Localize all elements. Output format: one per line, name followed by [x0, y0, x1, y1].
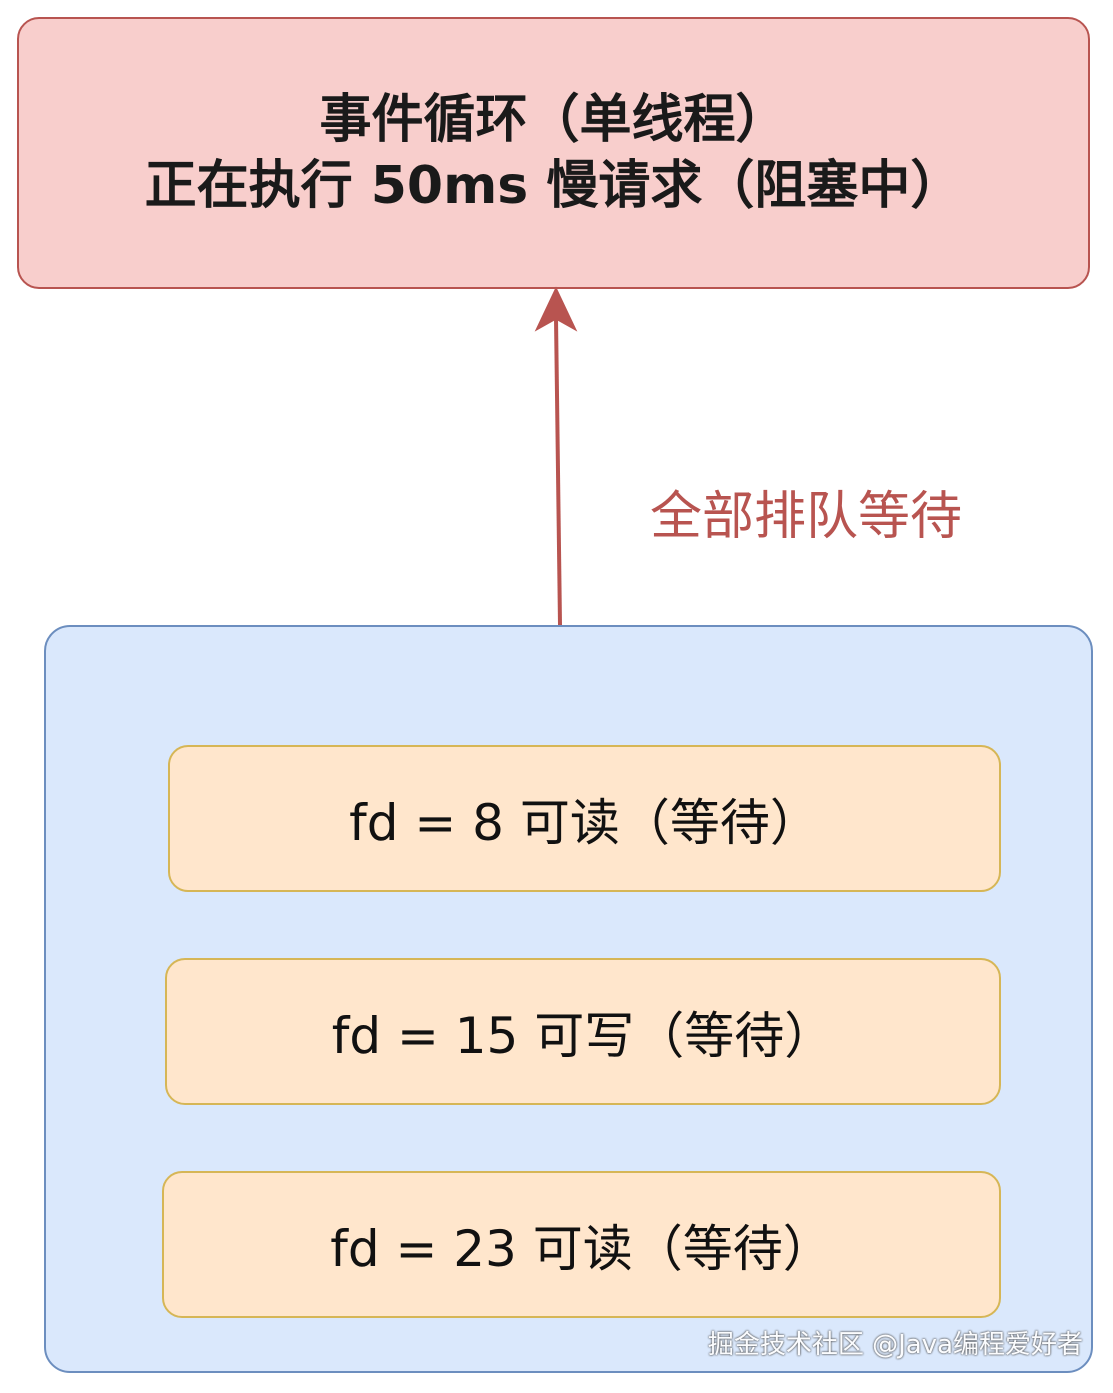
arrow-shaft — [554, 317, 562, 626]
event-loop-title: 事件循环（单线程） — [319, 90, 788, 150]
fd-item-23: fd = 23 可读（等待） — [162, 1171, 1001, 1318]
event-loop-box: 事件循环（单线程） 正在执行 50ms 慢请求（阻塞中） — [17, 17, 1090, 289]
arrow-head-icon — [534, 286, 578, 332]
fd-item-8: fd = 8 可读（等待） — [168, 745, 1001, 892]
watermark: 掘金技术社区 @Java编程爱好者 — [707, 1330, 1083, 1360]
arrow-label: 全部排队等待 — [650, 487, 963, 547]
fd-item-15: fd = 15 可写（等待） — [165, 958, 1001, 1105]
event-loop-status: 正在执行 50ms 慢请求（阻塞中） — [144, 156, 963, 216]
